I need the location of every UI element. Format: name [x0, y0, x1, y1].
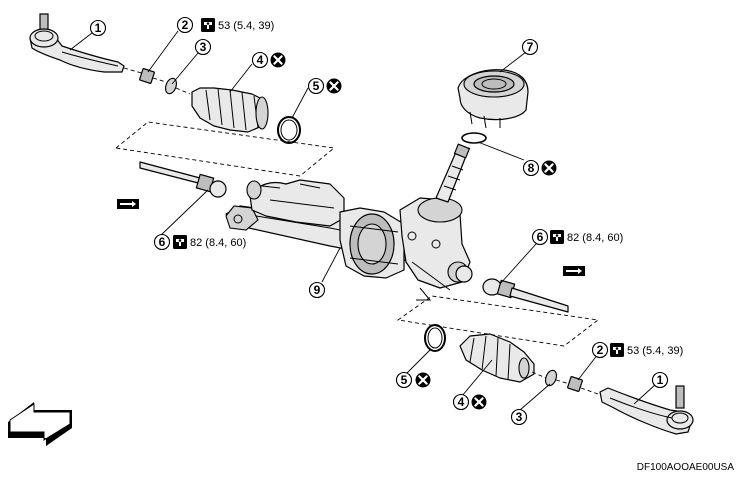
svg-text:4: 4	[257, 53, 264, 67]
lock-nut-left	[139, 68, 155, 84]
svg-text:5: 5	[401, 373, 408, 387]
svg-text:1: 1	[657, 373, 664, 387]
torque-value: 82 (8.4, 60)	[190, 237, 246, 249]
boot-left	[191, 87, 269, 133]
boot-clamp-small-right	[545, 369, 557, 387]
callout-2: 2	[176, 16, 194, 34]
figure-code: DF100AOOAE00USA	[637, 462, 735, 473]
do-not-reuse-icon	[414, 371, 432, 389]
torque-value: 53 (5.4, 39)	[627, 345, 683, 357]
svg-text:1: 1	[95, 21, 102, 35]
svg-text:5: 5	[313, 79, 320, 93]
do-not-reuse-icon	[269, 51, 287, 69]
grease-application-icon	[117, 199, 139, 209]
callout-8: 8	[522, 159, 540, 177]
callout-5: 5	[307, 77, 325, 95]
callout-7: 7	[521, 38, 539, 56]
do-not-reuse-icon	[470, 393, 488, 411]
torque-wrench-icon	[610, 343, 624, 357]
svg-text:3: 3	[200, 40, 207, 54]
callout-3: 3	[510, 408, 528, 426]
torque-value: 82 (8.4, 60)	[567, 232, 623, 244]
tie-rod-end-left	[29, 13, 125, 73]
svg-text:7: 7	[527, 40, 534, 54]
vehicle-front-arrow-icon	[8, 402, 72, 446]
lock-nut-right	[567, 376, 583, 392]
callout-2: 2	[591, 341, 609, 359]
torque-value: 53 (5.4, 39)	[218, 20, 274, 32]
leader-lines	[69, 30, 657, 411]
svg-text:6: 6	[537, 230, 544, 244]
steering-gear-assembly	[225, 143, 473, 301]
callout-9: 9	[308, 281, 326, 299]
svg-text:9: 9	[314, 283, 321, 297]
torque-wrench-icon	[201, 18, 215, 32]
do-not-reuse-icon	[325, 77, 343, 95]
column-hole-cover	[457, 69, 529, 129]
callout-5: 5	[395, 371, 413, 389]
svg-text:4: 4	[458, 395, 465, 409]
callout-3: 3	[194, 38, 212, 56]
svg-text:2: 2	[182, 18, 189, 32]
svg-text:2: 2	[597, 343, 604, 357]
callout-1: 1	[651, 371, 669, 389]
boot-right	[459, 333, 535, 383]
torque-wrench-icon	[173, 235, 187, 249]
grease-application-icon	[563, 266, 585, 276]
inner-socket-left	[139, 161, 227, 198]
do-not-reuse-icon	[540, 159, 558, 177]
svg-text:3: 3	[516, 410, 523, 424]
torque-wrench-icon	[550, 230, 564, 244]
svg-text:8: 8	[528, 161, 535, 175]
callout-6: 6	[153, 233, 171, 251]
boot-clamp-large-left	[277, 116, 301, 144]
svg-text:6: 6	[159, 235, 166, 249]
callout-6: 6	[531, 228, 549, 246]
boot-clamp-large-right	[424, 324, 446, 352]
callout-4: 4	[251, 51, 269, 69]
inner-socket-right	[482, 278, 569, 313]
o-ring	[461, 132, 487, 144]
tie-rod-end-right	[599, 385, 694, 435]
callout-1: 1	[89, 19, 107, 37]
callout-4: 4	[452, 393, 470, 411]
